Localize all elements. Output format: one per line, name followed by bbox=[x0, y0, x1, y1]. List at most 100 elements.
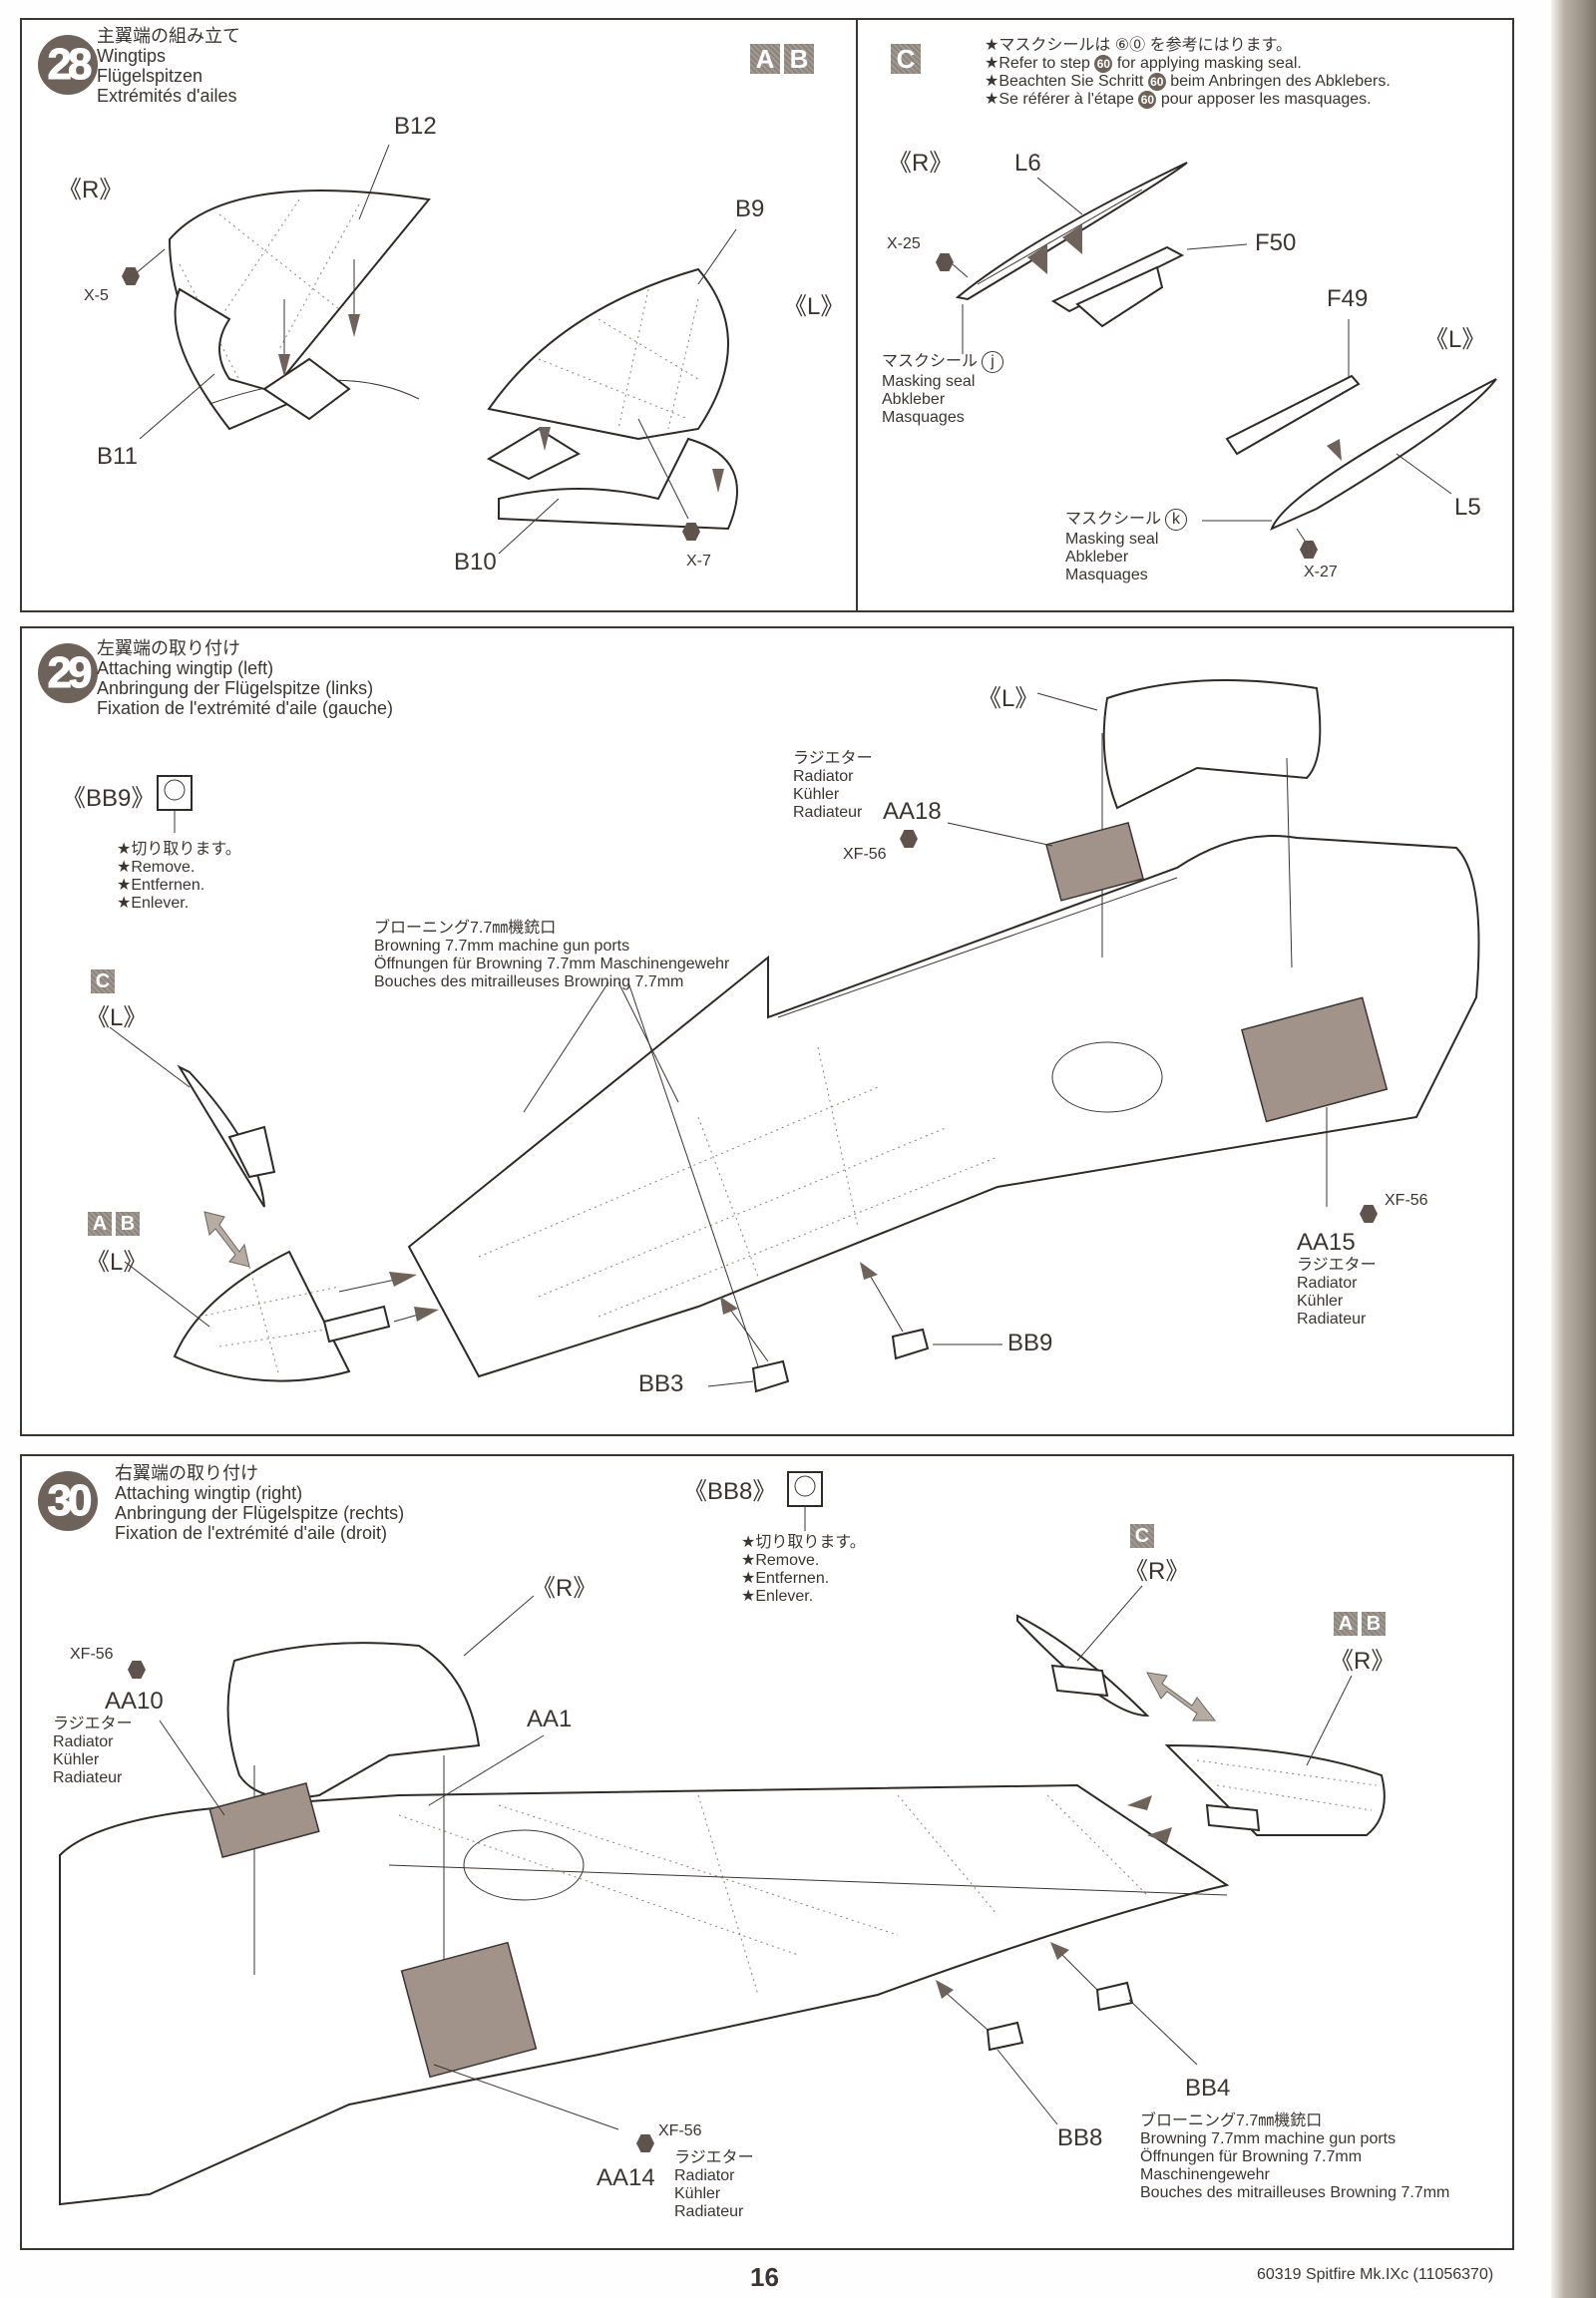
gun-ports-ja: ブローニング7.7㎜機銃口 bbox=[1140, 2112, 1323, 2129]
part-aa1: AA1 bbox=[527, 1706, 573, 1732]
remove-en: ★Remove. bbox=[117, 859, 196, 876]
gun-ports-en: Browning 7.7mm machine gun ports bbox=[374, 938, 630, 955]
masking-note-ja: ★マスクシールは ⑥⓪ を参考にはります。 bbox=[985, 37, 1292, 54]
paint-xf56-label: XF-56 bbox=[658, 2122, 702, 2139]
part-l6: L6 bbox=[1014, 150, 1041, 177]
wingtip-b10-shape bbox=[498, 437, 738, 531]
gun-ports-en: Browning 7.7mm machine gun ports bbox=[1140, 2130, 1396, 2147]
page-number: 16 bbox=[750, 2262, 779, 2292]
step-29-radiator-top-text: ラジエター Radiator Kühler Radiateur bbox=[793, 750, 873, 822]
part-b10: B10 bbox=[454, 549, 497, 575]
mask-j-ja-text: マスクシール bbox=[882, 353, 979, 370]
part-b11: B11 bbox=[97, 443, 138, 470]
step-28-sprue-c: C bbox=[891, 44, 925, 74]
radiator-de: Kühler bbox=[674, 2185, 721, 2202]
aa10-leader bbox=[159, 1720, 225, 1816]
step-30-radiator-bottom-text: ラジエター Radiator Kühler Radiateur bbox=[674, 2149, 754, 2221]
paint-xf56-icon bbox=[1360, 1205, 1378, 1223]
arrow-wingtip-1 bbox=[389, 1272, 417, 1287]
step-29-gun-ports: ブローニング7.7㎜機銃口 Browning 7.7mm machine gun… bbox=[374, 920, 729, 991]
radiator-fairing-r bbox=[226, 1642, 481, 1799]
wingtip-ab-right-leader bbox=[1306, 1675, 1353, 1766]
remove-fr: ★Enlever. bbox=[741, 1588, 814, 1605]
bb9-arrow-line bbox=[867, 1271, 904, 1333]
part-bb4: BB4 bbox=[1185, 2075, 1231, 2102]
cut-circle-bb9 bbox=[164, 779, 186, 801]
mask-k-en: Masking seal bbox=[1065, 531, 1159, 548]
step-30-remove-note: ★切り取ります。 ★Remove. ★Entfernen. ★Enlever. bbox=[741, 1534, 866, 1606]
flap-f49-shape bbox=[1225, 374, 1361, 456]
step-29-radiator-bottom-text: ラジエター Radiator Kühler Radiateur bbox=[1297, 1257, 1377, 1329]
step-29-title: 左翼端の取り付け Attaching wingtip (left) Anbrin… bbox=[97, 638, 393, 718]
step-30-wingtip-label: 《R》 bbox=[532, 1575, 598, 1602]
radiator-en: Radiator bbox=[674, 2167, 735, 2184]
left-label: 《L》 bbox=[783, 293, 845, 320]
gun-ports-de: Öffnungen für Browning 7.7mm Maschinenge… bbox=[374, 956, 730, 972]
arrow-down-1 bbox=[278, 354, 290, 377]
step-30-title-ja: 右翼端の取り付け bbox=[115, 1463, 258, 1483]
bb4-leader bbox=[1128, 1999, 1198, 2066]
step-29-remove-note: ★切り取ります。 ★Remove. ★Entfernen. ★Enlever. bbox=[117, 841, 241, 913]
paint-x5-label: X-5 bbox=[84, 287, 109, 304]
sprue-c-tag: C bbox=[891, 44, 921, 74]
sprue-a-tag: A bbox=[1334, 1612, 1358, 1636]
arrow-wingtip-r2 bbox=[1147, 1827, 1172, 1843]
bb9-part bbox=[891, 1328, 930, 1360]
wingtip-b9-shape bbox=[487, 267, 729, 441]
part-b12: B12 bbox=[394, 113, 437, 140]
step-30-radiator-top-text: ラジエター Radiator Kühler Radiateur bbox=[53, 1716, 133, 1787]
aa18-leader bbox=[947, 822, 1053, 847]
arrow-bb8 bbox=[936, 1980, 954, 1999]
step-29-title-en: Attaching wingtip (left) bbox=[97, 658, 274, 678]
left-wing-panel-lines bbox=[478, 1046, 998, 1318]
remove-de: ★Entfernen. bbox=[741, 1570, 830, 1587]
radiator-fr: Radiateur bbox=[1297, 1311, 1367, 1328]
paint-x27-label: X-27 bbox=[1304, 564, 1338, 580]
step-29-c-sprue: C bbox=[91, 969, 119, 993]
arrow-bb4 bbox=[1050, 1942, 1069, 1960]
right-wing-panel-lines bbox=[398, 1794, 1148, 1996]
flap-l5-shape bbox=[1270, 378, 1497, 531]
gun-ports-ja: ブローニング7.7㎜機銃口 bbox=[374, 920, 557, 937]
masking-note-en: ★Refer to step 60 for applying masking s… bbox=[985, 55, 1391, 73]
flap-c-right-leader bbox=[1076, 1585, 1143, 1662]
step-ref-icon: 60 bbox=[1147, 73, 1166, 91]
paint-x5-icon bbox=[122, 267, 140, 285]
masking-note-de: ★Beachten Sie Schritt 60 beim Anbringen … bbox=[985, 73, 1391, 91]
step-29-cut-part: 《BB9》 bbox=[62, 785, 156, 812]
part-b9: B9 bbox=[735, 195, 765, 222]
left-wing-outline bbox=[407, 835, 1480, 1378]
double-arrow bbox=[203, 1211, 250, 1268]
wheel-well bbox=[463, 1829, 585, 1901]
b9-leader bbox=[697, 228, 737, 285]
sprue-b-tag: B bbox=[116, 1212, 140, 1236]
flap-c-right-tab bbox=[1050, 1664, 1109, 1698]
part-bb9: BB9 bbox=[1007, 1330, 1053, 1356]
x5-leader bbox=[134, 248, 166, 275]
step-ref-icon: 60 bbox=[1094, 55, 1113, 73]
paint-xf56-label: XF-56 bbox=[1385, 1192, 1428, 1209]
part-aa18: AA18 bbox=[883, 798, 942, 825]
arrow-down-3 bbox=[539, 427, 551, 451]
radiator-en: Radiator bbox=[1297, 1275, 1358, 1292]
radiator-ja: ラジエター bbox=[1297, 1257, 1377, 1274]
radiator-ja: ラジエター bbox=[793, 750, 873, 767]
paint-xf56-label: XF-56 bbox=[843, 846, 887, 863]
fairing-leader bbox=[1036, 692, 1098, 711]
radiator-fairing-l bbox=[1102, 679, 1322, 810]
step-30-title: 右翼端の取り付け Attaching wingtip (right) Anbri… bbox=[115, 1463, 404, 1543]
step-30-title-en: Attaching wingtip (right) bbox=[115, 1483, 303, 1503]
note-fr-post: pour apposer les masquages. bbox=[1156, 91, 1372, 108]
radiator-fr: Radiateur bbox=[793, 804, 863, 821]
step-28-divider bbox=[856, 20, 858, 610]
part-f50: F50 bbox=[1255, 229, 1297, 256]
flap-l6-line bbox=[977, 189, 1143, 285]
bb4-arrow-line bbox=[1056, 1949, 1098, 1991]
fairing-line-2 bbox=[1286, 757, 1293, 968]
l6-leader bbox=[1036, 177, 1083, 215]
remove-fr: ★Enlever. bbox=[117, 895, 190, 912]
wingtip-b11-shape bbox=[174, 287, 302, 431]
